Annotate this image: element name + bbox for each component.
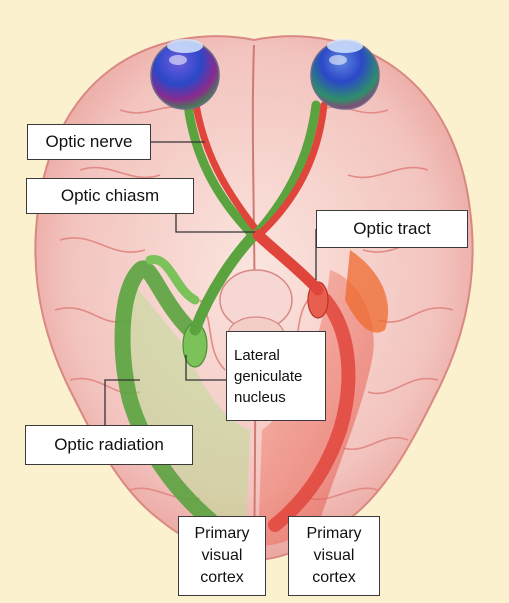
label-primary-visual-cortex-right: Primary visual cortex <box>288 516 380 596</box>
label-lateral-geniculate-nucleus: Lateral geniculate nucleus <box>226 331 326 421</box>
label-optic-tract: Optic tract <box>316 210 468 248</box>
label-primary-visual-cortex-left: Primary visual cortex <box>178 516 266 596</box>
label-optic-radiation: Optic radiation <box>25 425 193 465</box>
label-optic-nerve: Optic nerve <box>27 124 151 160</box>
label-optic-chiasm: Optic chiasm <box>26 178 194 214</box>
